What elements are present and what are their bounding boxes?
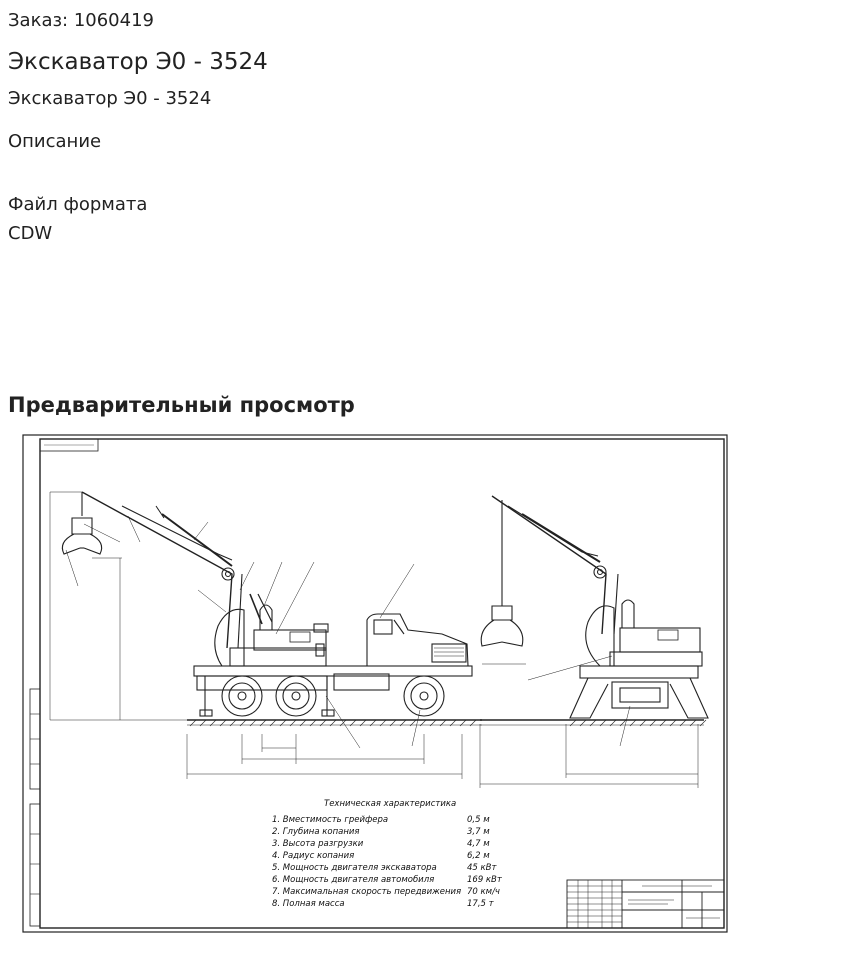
spec-value-3: 4,7 м	[467, 839, 490, 849]
title-block	[566, 879, 725, 929]
spec-title: Техническая характеристика	[324, 799, 456, 809]
stamp-top-left	[39, 438, 99, 452]
spec-value-7: 70 км/ч	[467, 887, 500, 897]
spec-label-4: 4. Радиус копания	[272, 851, 354, 861]
file-format-value: CDW	[8, 223, 53, 244]
order-number: Заказ: 1060419	[8, 10, 154, 31]
ground-hatch-side	[189, 719, 477, 727]
sheet-frame-outer	[22, 434, 728, 933]
sheet-frame-inner	[39, 438, 725, 929]
spec-label-5: 5. Мощность двигателя экскаватора	[272, 863, 437, 873]
ground-hatch-front	[569, 719, 707, 727]
spec-value-2: 3,7 м	[467, 827, 490, 837]
spec-table: Техническая характеристика 1. Вместимост…	[272, 799, 503, 909]
side-strip-lower	[29, 803, 41, 927]
product-subtitle: Экскаватор Э0 - 3524	[8, 88, 212, 109]
spec-value-6: 169 кВт	[467, 875, 503, 885]
file-format-label: Файл формата	[8, 194, 148, 215]
drawing-preview[interactable]: Техническая характеристика 1. Вместимост…	[22, 434, 729, 934]
spec-value-8: 17,5 т	[467, 899, 495, 909]
side-view	[49, 491, 482, 779]
spec-value-1: 0,5 м	[467, 815, 490, 825]
spec-value-5: 45 кВт	[467, 863, 497, 873]
spec-label-6: 6. Мощность двигателя автомобиля	[272, 875, 434, 885]
spec-label-3: 3. Высота разгрузки	[272, 839, 364, 849]
front-view	[479, 495, 709, 788]
page-title: Экскаватор Э0 - 3524	[8, 49, 268, 75]
spec-value-4: 6,2 м	[467, 851, 490, 861]
spec-label-1: 1. Вместимость грейфера	[272, 815, 388, 825]
description-heading: Описание	[8, 131, 102, 152]
spec-label-7: 7. Максимальная скорость передвижения	[272, 887, 461, 897]
spec-label-8: 8. Полная масса	[272, 899, 345, 909]
preview-heading: Предварительный просмотр	[8, 393, 355, 417]
spec-label-2: 2. Глубина копания	[272, 827, 360, 837]
excavator-drawing: Техническая характеристика 1. Вместимост…	[22, 434, 728, 933]
